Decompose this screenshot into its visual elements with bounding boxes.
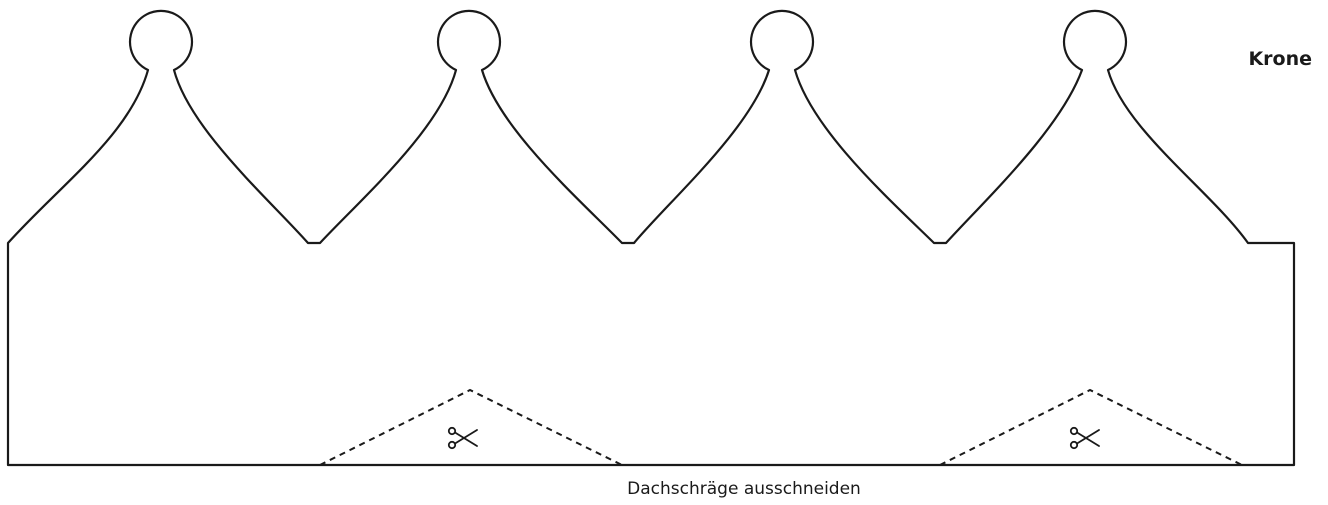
cutout-triangle-right xyxy=(939,388,1243,466)
page-title: Krone xyxy=(1248,48,1312,70)
crown-outline xyxy=(6,9,1296,467)
cutout-triangle-left xyxy=(319,388,623,466)
scissors-icon xyxy=(1069,426,1100,450)
scissors-icon xyxy=(447,426,478,450)
cut-instruction-caption: Dachschräge ausschneiden xyxy=(627,479,861,499)
